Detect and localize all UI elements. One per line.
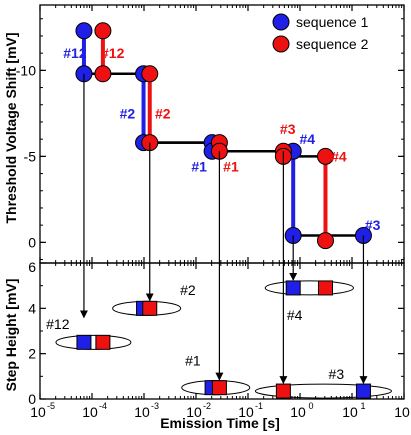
y-tick-label: 0 [28, 234, 36, 250]
x-tick-label: 10 [238, 404, 254, 420]
step-height-square-sequence-2 [275, 383, 291, 399]
x-tick-exponent: -3 [151, 401, 159, 411]
data-point-sequence-2 [94, 65, 112, 83]
step-height-square-sequence-1 [355, 383, 371, 399]
x-tick-exponent: -2 [203, 401, 211, 411]
defect-annotation: #12 [46, 316, 70, 332]
step-annotation: #12 [101, 45, 125, 61]
x-tick-exponent: -4 [99, 401, 107, 411]
y-tick-label: 2 [28, 346, 36, 362]
step-annotation: #2 [120, 105, 136, 121]
step-height-square-sequence-2 [211, 380, 227, 396]
x-tick-label: 10 [30, 404, 46, 420]
x-tick-label: 10 [82, 404, 98, 420]
step-height-square-sequence-1 [76, 334, 92, 350]
x-tick-label: 10 [186, 404, 202, 420]
x-tick-exponent: 0 [308, 401, 313, 411]
data-point-sequence-2 [94, 22, 112, 40]
step-height-square-sequence-2 [142, 300, 158, 316]
step-annotation: #12 [63, 45, 87, 61]
legend-label: sequence 1 [296, 14, 369, 30]
step-height-square-sequence-2 [95, 334, 111, 350]
defect-ellipse [264, 280, 354, 296]
y-tick-label: 6 [28, 259, 36, 275]
legend-label: sequence 2 [296, 36, 369, 52]
defect-annotation: #3 [329, 366, 345, 382]
x-tick-exponent: -5 [47, 401, 55, 411]
defect-annotation: #4 [287, 307, 303, 323]
x-tick-exponent: 1 [360, 401, 365, 411]
bottom-plot-frame [39, 262, 405, 400]
legend-marker [272, 35, 290, 53]
top-y-axis-label: Threshold Voltage Shift [mV] [3, 32, 19, 223]
x-axis-label: Emission Time [s] [160, 415, 280, 431]
step-height-square-sequence-2 [317, 280, 333, 296]
x-tick-label: 10 [394, 404, 410, 420]
data-point-sequence-2 [141, 65, 159, 83]
y-tick-label: -10 [16, 62, 36, 78]
y-tick-label: -5 [24, 148, 37, 164]
x-tick-exponent: -1 [255, 401, 263, 411]
defect-annotation: #2 [180, 282, 196, 298]
y-tick-label: 0 [28, 391, 36, 407]
defect-annotation: #1 [185, 352, 201, 368]
bottom-y-axis-label: Step Height [mV] [3, 279, 19, 392]
step-annotation: #2 [155, 105, 171, 121]
data-point-sequence-2 [316, 147, 334, 165]
x-tick-label: 10 [290, 404, 306, 420]
step-height-square-sequence-1 [285, 280, 301, 296]
step-annotation: #1 [223, 159, 239, 175]
step-annotation: #3 [280, 121, 296, 137]
y-tick-label: 4 [28, 300, 36, 316]
step-annotation: #4 [331, 148, 347, 164]
step-annotation: #4 [299, 131, 315, 147]
data-point-sequence-2 [316, 232, 334, 250]
legend-marker [272, 13, 290, 31]
step-annotation: #1 [191, 159, 207, 175]
defect-ellipse [55, 334, 132, 350]
defect-ellipse [254, 383, 392, 399]
data-point-sequence-1 [75, 22, 93, 40]
x-tick-label: 10 [134, 404, 150, 420]
step-annotation: #3 [365, 217, 381, 233]
top-panel: Threshold Voltage Shift [mV] 0 -5 -10 #12 #1… [3, 4, 405, 264]
x-tick-label: 10 [342, 404, 358, 420]
